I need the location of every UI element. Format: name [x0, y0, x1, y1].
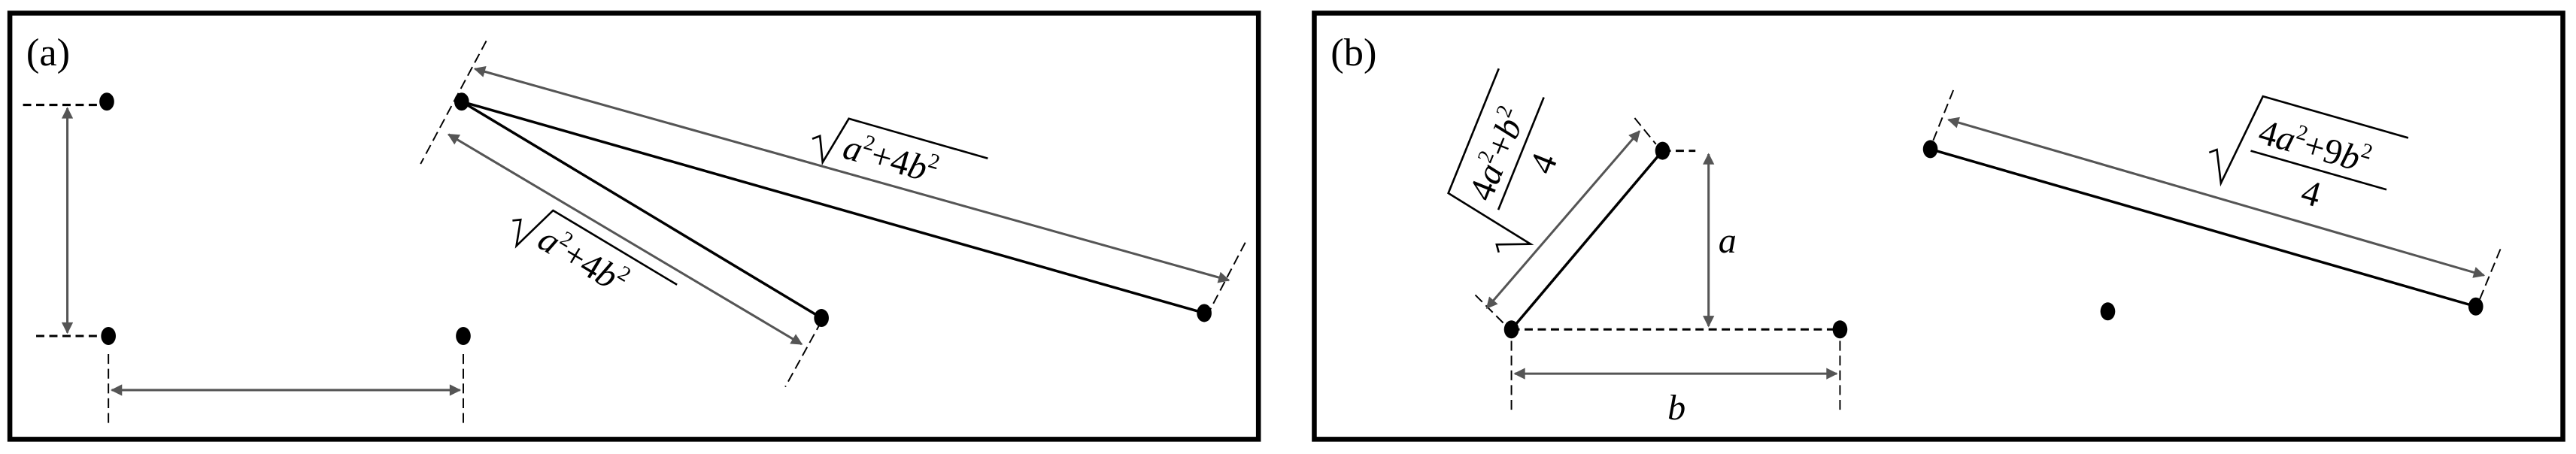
lattice-point [1503, 320, 1519, 339]
long-length-arrow [473, 65, 1230, 283]
long-denominator: 4 [2297, 172, 2326, 216]
lattice-point [456, 327, 471, 345]
short-length-arrow [1485, 130, 1641, 310]
long-length-arrow [1947, 117, 2486, 278]
short-length-arrow [448, 133, 803, 346]
lattice-point [101, 327, 116, 345]
lattice-point [814, 309, 829, 328]
lattice-point [1922, 140, 1938, 159]
lattice-point [1197, 304, 1212, 322]
panel-b-frame [1312, 11, 2565, 442]
panel-a-frame [7, 11, 1261, 442]
extension-line [784, 320, 823, 388]
lattice-point [2468, 297, 2483, 316]
extension-line [2477, 249, 2502, 305]
fraction-bar [2250, 150, 2387, 191]
long-numerator: 4a2+9b2 [2254, 110, 2375, 181]
sqrt-symbol [1447, 68, 1534, 253]
long-length-label: a2+4b2 [812, 117, 988, 192]
bond [1930, 147, 2477, 308]
panel-a-label: (a) [26, 31, 70, 74]
lattice-point [99, 92, 114, 111]
sqrt-symbol [512, 209, 678, 286]
fraction-bar [1497, 97, 1545, 210]
bond [1510, 150, 1664, 331]
extension-line [1929, 89, 1955, 148]
height-label: a [1719, 221, 1737, 261]
short-length-label: 4a2+b2 4 [1447, 68, 1565, 253]
short-length-expression: a2+4b2 [531, 218, 635, 302]
width-label: b [1667, 388, 1685, 428]
panel-a: (a) a2+4b2 a2+4b2 [7, 11, 1261, 442]
extension-line [1634, 117, 1657, 145]
short-numerator: 4a2+b2 [1460, 102, 1534, 207]
lattice-point [1655, 141, 1670, 160]
extension-line [1206, 242, 1246, 316]
long-length-expression: a2+4b2 [839, 126, 942, 192]
extension-line [420, 41, 487, 165]
sqrt-symbol [2208, 95, 2409, 187]
long-length-label: 4a2+9b2 4 [2208, 95, 2409, 216]
short-denominator: 4 [1522, 147, 1565, 179]
extension-line [1474, 294, 1509, 328]
bond-short [460, 100, 823, 319]
lattice-point [2100, 302, 2116, 321]
panel-b-label: (b) [1330, 31, 1376, 74]
lattice-point [1832, 320, 1848, 339]
sqrt-symbol [812, 117, 988, 165]
lattice-point [454, 92, 469, 111]
panel-b: (b) a b 4a2+b2 4 4a2+9b2 4 [1312, 11, 2565, 442]
